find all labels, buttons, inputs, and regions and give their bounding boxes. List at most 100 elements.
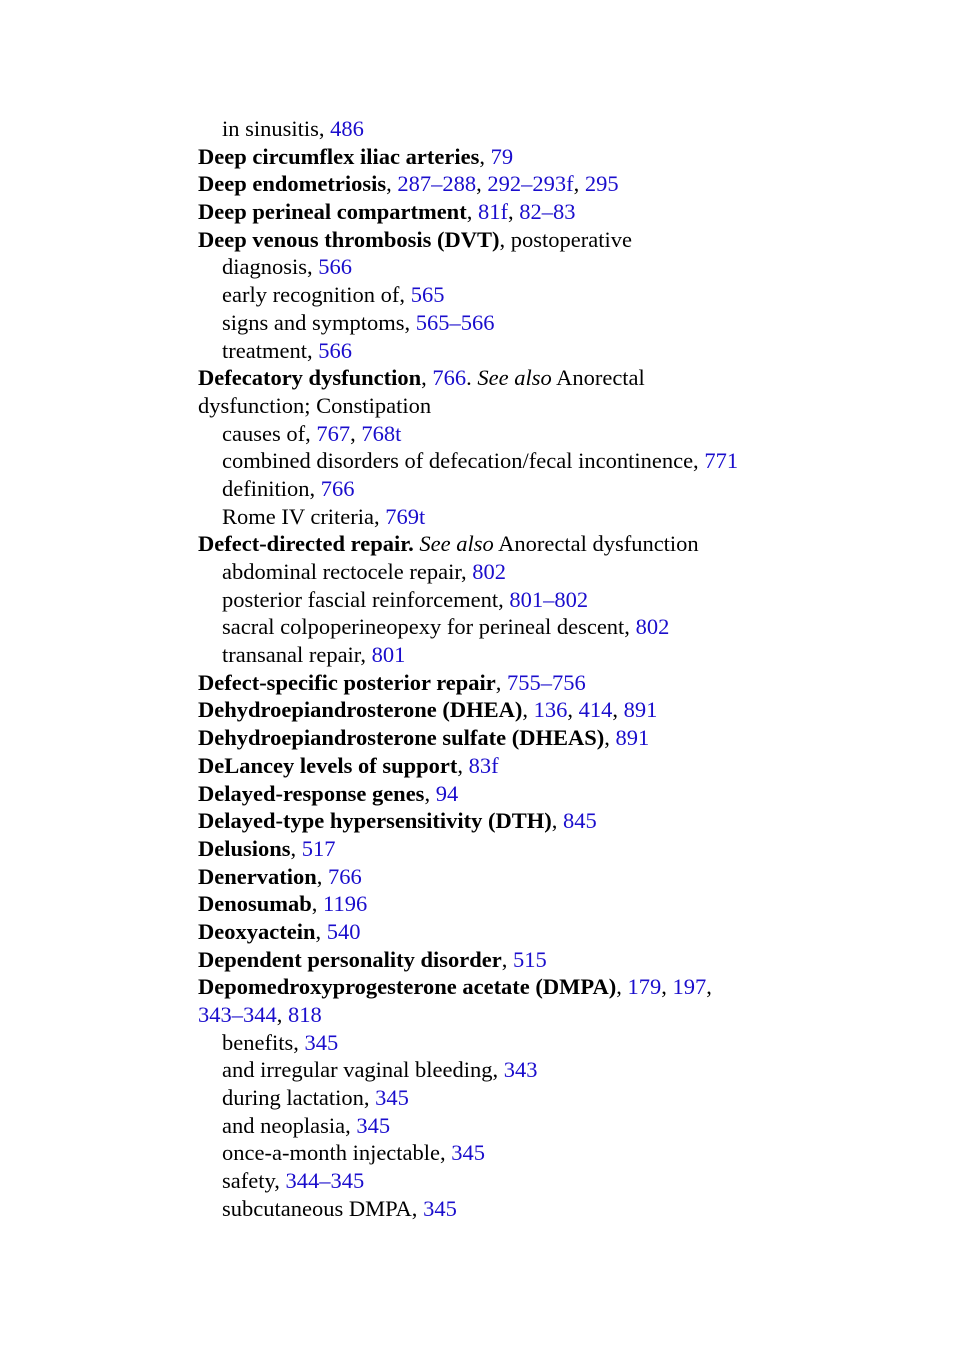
see-also-label: See also: [477, 365, 552, 391]
page-reference-link[interactable]: 540: [326, 918, 361, 944]
page-reference-link[interactable]: 801–802: [509, 586, 589, 612]
index-subentry: in sinusitis, 486: [198, 115, 838, 143]
index-text: definition,: [222, 475, 321, 501]
page-reference-link[interactable]: 295: [584, 171, 619, 197]
page-reference-link[interactable]: 766: [432, 365, 467, 391]
page-reference-link[interactable]: 801: [371, 642, 406, 668]
page-reference-link[interactable]: 1196: [323, 891, 368, 917]
index-term: Depomedroxyprogesterone acetate (DMPA): [198, 974, 617, 1000]
index-term: Deep perineal compartment: [198, 199, 467, 225]
index-term: Denervation: [198, 863, 317, 889]
index-text: Anorectal: [551, 365, 645, 391]
index-subentry: treatment, 566: [198, 337, 838, 365]
index-text: during lactation,: [222, 1085, 376, 1111]
page-reference-link[interactable]: 891: [615, 725, 650, 751]
index-text: benefits,: [222, 1029, 305, 1055]
index-term: Dependent personality disorder: [198, 946, 502, 972]
page-reference-link[interactable]: 845: [562, 808, 597, 834]
page-reference-link[interactable]: 345: [375, 1085, 409, 1111]
page-reference-link[interactable]: 344–345: [285, 1168, 365, 1194]
page-reference-link[interactable]: 83f: [468, 752, 499, 778]
page-reference-link[interactable]: 345: [356, 1112, 391, 1138]
index-entry: DeLancey levels of support, 83f: [198, 752, 838, 780]
page-reference-link[interactable]: 818: [288, 1002, 322, 1027]
page-reference-link[interactable]: 565–566: [415, 309, 495, 335]
index-text: ,: [616, 974, 628, 1000]
index-text: ,: [311, 891, 324, 917]
index-text: ,: [661, 974, 673, 1000]
index-text: ,: [495, 669, 508, 695]
index-text: ,: [476, 171, 488, 197]
index-term: Deep venous thrombosis (DVT): [198, 226, 500, 252]
page-reference-link[interactable]: 766: [320, 475, 355, 501]
page-reference-link[interactable]: 517: [301, 835, 336, 861]
page-reference-link[interactable]: 771: [704, 448, 739, 474]
index-text: and irregular vaginal bleeding,: [222, 1057, 504, 1083]
page-reference-link[interactable]: 566: [318, 254, 353, 280]
page-reference-link[interactable]: 345: [423, 1195, 457, 1221]
index-subentry: and neoplasia, 345: [198, 1112, 838, 1140]
index-text: subcutaneous DMPA,: [222, 1195, 424, 1221]
index-entry: 343–344, 818: [198, 1001, 838, 1029]
page-reference-link[interactable]: 565: [410, 282, 445, 308]
index-entry: Deep circumflex iliac arteries, 79: [198, 143, 838, 171]
index-term: DeLancey levels of support: [198, 752, 458, 778]
index-text: combined disorders of defecation/fecal i…: [222, 448, 705, 474]
page-reference-link[interactable]: 343–344: [198, 1002, 277, 1027]
page-reference-link[interactable]: 79: [490, 143, 514, 169]
page-reference-link[interactable]: 94: [435, 780, 459, 806]
page-reference-link[interactable]: 136: [533, 697, 568, 723]
index-text: early recognition of,: [222, 282, 411, 308]
index-text: ,: [421, 365, 433, 391]
index-entry: Delayed-response genes, 94: [198, 780, 838, 808]
page-reference-link[interactable]: 769t: [385, 503, 426, 529]
page-reference-link[interactable]: 755–756: [507, 669, 586, 695]
index-entry: Defect-directed repair. See also Anorect…: [198, 530, 838, 558]
see-also-label: See also: [419, 531, 494, 557]
index-subentry: causes of, 767, 768t: [198, 420, 838, 448]
index-subentry: safety, 344–345: [198, 1167, 838, 1195]
page-reference-link[interactable]: 802: [472, 559, 506, 584]
index-text: causes of,: [222, 420, 317, 446]
page-reference-link[interactable]: 414: [578, 697, 613, 723]
page-reference-link[interactable]: 766: [327, 863, 362, 889]
index-subentry: benefits, 345: [198, 1029, 838, 1057]
index-term: Delayed-type hypersensitivity (DTH): [198, 808, 552, 834]
index-subentry: diagnosis, 566: [198, 253, 838, 281]
page-reference-link[interactable]: 345: [304, 1029, 339, 1055]
page-reference-link[interactable]: 515: [513, 946, 547, 972]
index-text: treatment,: [222, 337, 319, 363]
page-reference-link[interactable]: 802: [635, 614, 670, 640]
index-subentry: signs and symptoms, 565–566: [198, 309, 838, 337]
page-reference-link[interactable]: 486: [330, 116, 364, 141]
index-text: safety,: [222, 1168, 286, 1194]
index-term: Delayed-response genes: [198, 780, 425, 806]
page-reference-link[interactable]: 891: [623, 697, 658, 723]
index-term: Defecatory dysfunction: [198, 365, 422, 391]
index-text: ,: [612, 697, 624, 723]
index-text: diagnosis,: [222, 254, 319, 280]
index-subentry: combined disorders of defecation/fecal i…: [198, 447, 838, 475]
index-term: Denosumab: [198, 891, 312, 917]
index-term: Defect-specific posterior repair: [198, 669, 496, 695]
index-text: ,: [551, 808, 563, 834]
page-reference-link[interactable]: 768t: [361, 420, 402, 446]
index-text: and neoplasia,: [222, 1112, 357, 1138]
page-reference-link[interactable]: 292–293f: [487, 171, 574, 197]
index-text: ,: [316, 863, 328, 889]
index-entry: dysfunction; Constipation: [198, 392, 838, 420]
page-reference-link[interactable]: 81f: [477, 199, 508, 225]
page-reference-link[interactable]: 345: [451, 1140, 486, 1166]
page-reference-link[interactable]: 82–83: [519, 199, 576, 225]
index-entry: Deep venous thrombosis (DVT), postoperat…: [198, 226, 838, 254]
index-term: Deep endometriosis: [198, 171, 387, 197]
index-entry: Delayed-type hypersensitivity (DTH), 845: [198, 807, 838, 835]
page-reference-link[interactable]: 566: [318, 337, 352, 363]
page-reference-link[interactable]: 287–288: [397, 171, 477, 197]
page-reference-link[interactable]: 179: [627, 974, 662, 1000]
index-subentry: subcutaneous DMPA, 345: [198, 1195, 838, 1223]
index-text: Anorectal dysfunction: [493, 531, 699, 557]
page-reference-link[interactable]: 343: [503, 1057, 538, 1083]
page-reference-link[interactable]: 197: [672, 974, 707, 1000]
page-reference-link[interactable]: 767: [316, 420, 351, 446]
